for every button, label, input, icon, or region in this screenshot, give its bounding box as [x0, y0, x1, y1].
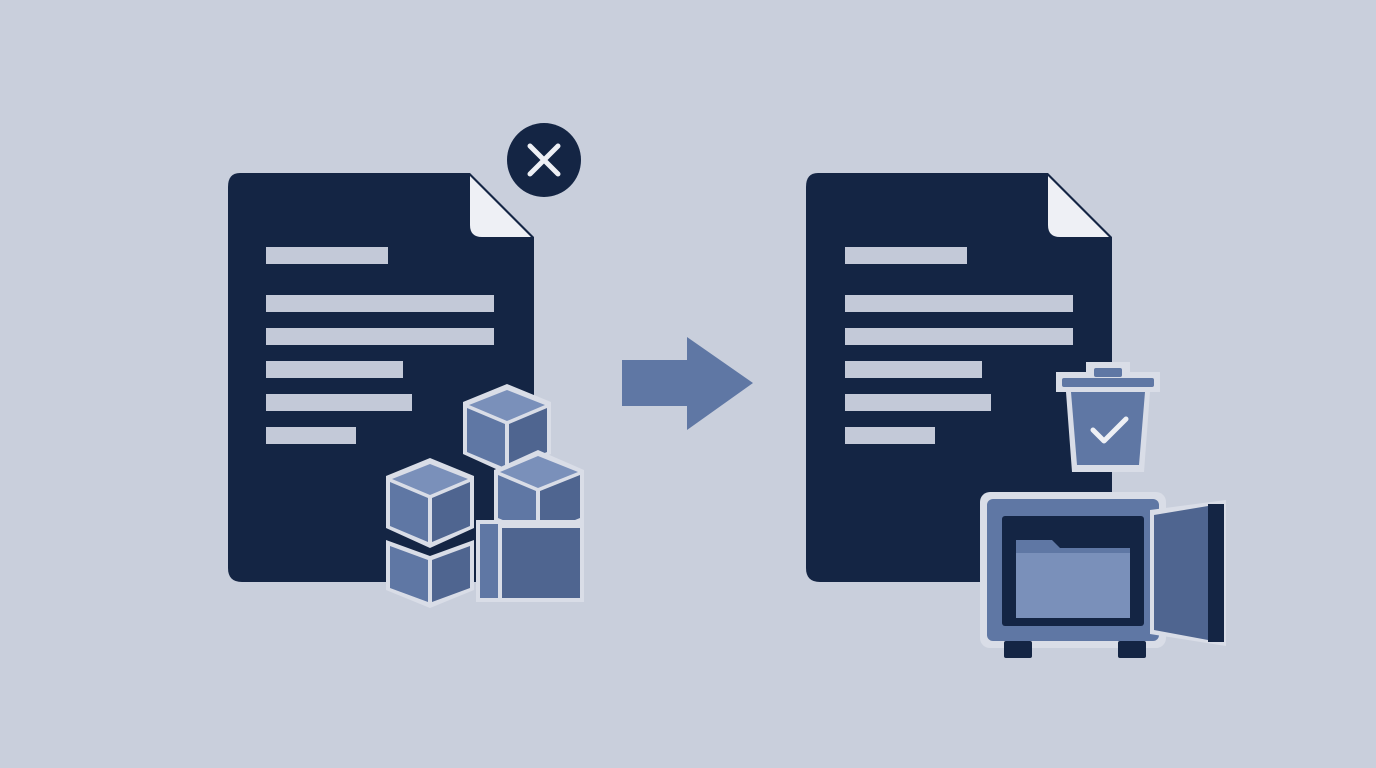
before-group [228, 123, 584, 608]
safe-folder-icon [980, 492, 1226, 658]
cube-top-right [463, 384, 551, 474]
cubes-icon [386, 384, 584, 608]
document-text-lines [845, 247, 1073, 444]
cube-bottom-left [386, 540, 474, 608]
after-group [806, 173, 1226, 658]
cube-mid-right [494, 450, 584, 540]
folder-icon [1016, 540, 1130, 618]
cube-bottom-right [476, 520, 584, 602]
document-text-lines [266, 247, 494, 444]
document-icon [806, 173, 1112, 582]
cube-mid-left [386, 458, 474, 548]
close-circle-icon [507, 123, 581, 197]
arrow-right-icon [622, 337, 753, 430]
trash-check-icon [1056, 362, 1160, 472]
